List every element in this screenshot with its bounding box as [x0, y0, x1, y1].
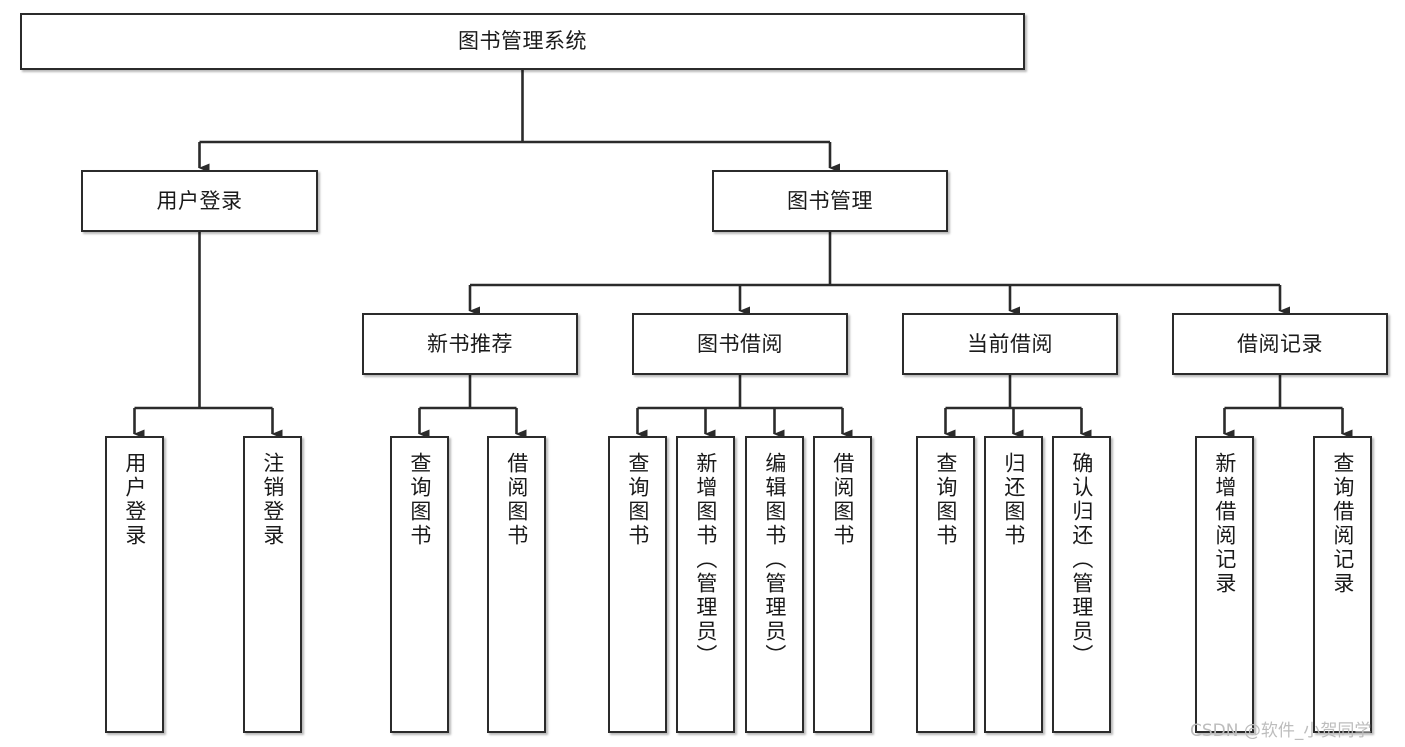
node-current-borrow[interactable]: 当前借阅 [902, 313, 1118, 375]
node-label: 归还图书 [1001, 452, 1026, 548]
node-label: 当前借阅 [967, 331, 1053, 356]
leaf-edit-book[interactable]: 编辑图书（管理员） [745, 436, 804, 733]
node-book-borrow[interactable]: 图书借阅 [632, 313, 848, 375]
leaf-query-book-3[interactable]: 查询图书 [916, 436, 975, 733]
node-label: 查询图书 [933, 452, 958, 548]
node-label: 新增图书（管理员） [693, 452, 718, 668]
node-label: 用户登录 [122, 452, 147, 548]
leaf-logout[interactable]: 注销登录 [243, 436, 302, 733]
leaf-borrow-book-2[interactable]: 借阅图书 [813, 436, 872, 733]
node-book-manage[interactable]: 图书管理 [712, 170, 948, 232]
node-label: 编辑图书（管理员） [762, 452, 787, 668]
node-new-book-rec[interactable]: 新书推荐 [362, 313, 578, 375]
leaf-add-book[interactable]: 新增图书（管理员） [676, 436, 735, 733]
node-label: 查询图书 [407, 452, 432, 548]
node-label: 图书管理 [787, 188, 873, 213]
leaf-add-record[interactable]: 新增借阅记录 [1195, 436, 1254, 733]
leaf-confirm-return[interactable]: 确认归还（管理员） [1052, 436, 1111, 733]
node-label: 查询图书 [625, 452, 650, 548]
node-user-login[interactable]: 用户登录 [81, 170, 318, 232]
leaf-user-login[interactable]: 用户登录 [105, 436, 164, 733]
leaf-query-book-2[interactable]: 查询图书 [608, 436, 667, 733]
leaf-borrow-book-1[interactable]: 借阅图书 [487, 436, 546, 733]
node-label: 注销登录 [260, 452, 285, 548]
csdn-watermark: CSDN @软件_小贺同学 [1190, 721, 1372, 741]
node-label: 借阅记录 [1237, 331, 1323, 356]
leaf-return-book[interactable]: 归还图书 [984, 436, 1043, 733]
node-label: 查询借阅记录 [1330, 452, 1355, 596]
tree-connectors [133, 70, 1353, 439]
leaf-query-record[interactable]: 查询借阅记录 [1313, 436, 1372, 733]
node-label: 图书管理系统 [458, 29, 587, 54]
leaf-query-book-1[interactable]: 查询图书 [390, 436, 449, 733]
node-label: 图书借阅 [697, 331, 783, 356]
node-label: 新增借阅记录 [1212, 452, 1237, 596]
node-label: 用户登录 [156, 188, 243, 213]
node-label: 借阅图书 [504, 452, 529, 548]
node-borrow-record[interactable]: 借阅记录 [1172, 313, 1388, 375]
node-label: 确认归还（管理员） [1069, 452, 1094, 668]
node-label: 新书推荐 [427, 331, 513, 356]
node-label: 借阅图书 [830, 452, 855, 548]
node-root[interactable]: 图书管理系统 [20, 13, 1025, 70]
